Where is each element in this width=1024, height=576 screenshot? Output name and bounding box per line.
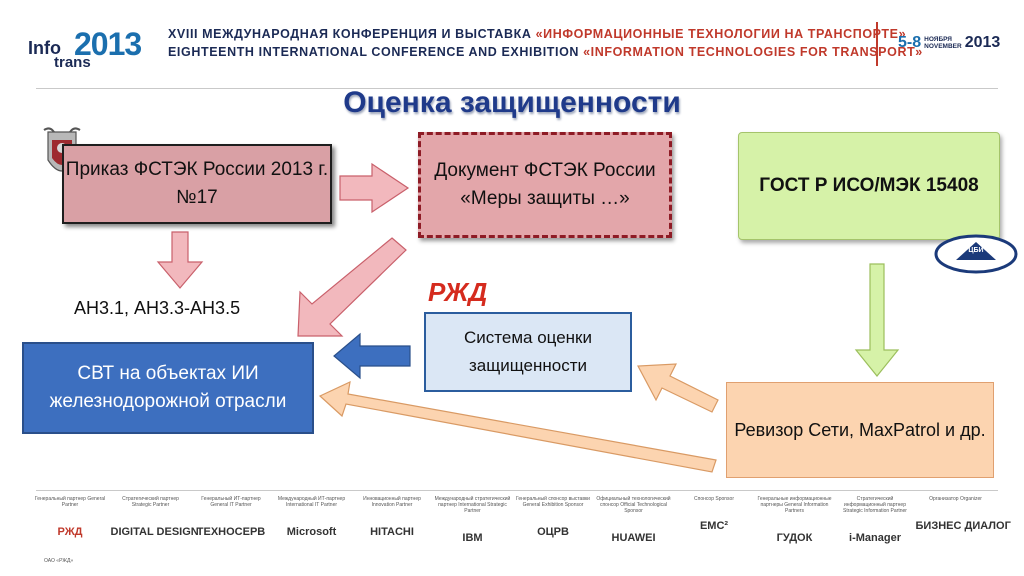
arrow-revizor-to-sistema [637, 363, 719, 413]
sponsor-logo-name: Microsoft [286, 526, 337, 538]
header-line-en: EIGHTEENTH INTERNATIONAL CONFERENCE AND … [168, 45, 923, 59]
logo-year-text: 2013 [74, 26, 142, 62]
date-days: 5-8 [898, 34, 922, 51]
sponsor-logo-name: HITACHI [370, 526, 414, 538]
rzd-logo-text: РЖД [428, 277, 487, 306]
sponsor-logo-name: HUAWEI [611, 532, 656, 544]
sponsor-caption: Официальный технологический спонсор Offi… [596, 496, 671, 514]
arrow-prikaz-down [156, 231, 204, 289]
header-line-ru-highlight: «ИНФОРМАЦИОННЫЕ ТЕХНОЛОГИИ НА ТРАНСПОРТЕ… [535, 27, 907, 41]
revizor-box: Ревизор Сети, MaxPatrol и др. [726, 382, 994, 478]
arrow-sistema-to-svt [333, 332, 411, 380]
sponsor-item: Международный стратегический партнер Int… [433, 496, 513, 544]
header-separator [876, 22, 878, 66]
sponsor-caption: Генеральный ИТ-партнер General IT Partne… [201, 496, 261, 508]
gost-text: ГОСТ Р ИСО/МЭК 15408 [759, 175, 979, 196]
sistema-ocenki-box: Система оценки защищенности [424, 312, 632, 392]
sponsor-caption: Спонсор Sponsor [694, 496, 734, 502]
prikaz-fstek-box: Приказ ФСТЭК России 2013 г. №17 [62, 144, 332, 224]
sponsor-caption: Международный ИТ-партнер International I… [277, 496, 346, 508]
sponsor-item: Официальный технологический спонсор Offi… [594, 496, 674, 544]
sponsor-logo-name: DIGITAL DESIGN [110, 526, 199, 538]
cbi-logo-icon: ЦБИ [934, 234, 1018, 274]
sponsor-logo-name: ГУДОК [776, 532, 813, 544]
sponsor-item: Международный ИТ-партнер International I… [272, 496, 352, 538]
ah-label: АН3.1, АН3.3-АН3.5 [74, 298, 241, 318]
logo-info-text: Info [28, 38, 61, 58]
sponsor-logo-name: EMC² [699, 520, 729, 532]
header-divider [36, 88, 998, 89]
sponsor-caption: Стратегический информационный партнер St… [843, 496, 907, 514]
sponsor-caption: Генеральный партнер General Partner [34, 496, 106, 508]
sponsor-item: Стратегический информационный партнер St… [835, 496, 915, 544]
sponsor-logo-name: ОЦРВ [537, 526, 569, 538]
header-line-ru-prefix: XVIII МЕЖДУНАРОДНАЯ КОНФЕРЕНЦИЯ И ВЫСТАВ… [168, 27, 536, 41]
arrow-prikaz-to-dokument [339, 162, 410, 214]
sponsor-item: Инновационный партнер Innovation Partner… [352, 496, 432, 538]
revizor-text: Ревизор Сети, MaxPatrol и др. [734, 420, 986, 440]
cbi-logo-text: ЦБИ [968, 247, 983, 254]
header-line-en-highlight: «INFORMATION TECHNOLOGIES FOR TRANSPORT» [583, 45, 923, 59]
date-month-ru: НОЯБРЯ [924, 35, 952, 43]
sponsor-caption: Инновационный партнер Innovation Partner [363, 496, 421, 508]
sponsor-item: Стратегический партнер Strategic Partner… [110, 496, 199, 538]
infotrans-logo: Info 2013 trans [28, 22, 153, 72]
sponsor-item: Генеральный спонсор выставки General Exh… [513, 496, 593, 538]
slide-title: Оценка защищенности [343, 86, 681, 119]
prikaz-fstek-text: Приказ ФСТЭК России 2013 г. №17 [65, 159, 329, 208]
sponsor-logo-name: i-Manager [849, 532, 901, 544]
logo-trans-text: trans [54, 54, 91, 71]
sponsor-logo-name: ТЕХНОСЕРВ [196, 526, 266, 538]
sponsors-divider [36, 490, 998, 491]
sponsor-caption: Генеральный спонсор выставки General Exh… [516, 496, 590, 508]
date-month-en: NOVEMBER [924, 42, 962, 50]
sponsor-caption: Международный стратегический партнер Int… [434, 496, 511, 514]
header-line-en-prefix: EIGHTEENTH INTERNATIONAL CONFERENCE AND … [168, 45, 584, 59]
arrow-dokument-to-svt [297, 237, 407, 337]
sistema-ocenki-text: Система оценки защищенности [464, 328, 592, 375]
arrow-gost-down [854, 263, 900, 377]
arrow-revizor-to-svt [318, 380, 717, 473]
rzd-logo-icon: РЖД [428, 277, 487, 306]
sponsor-footer-text: ОАО «РЖД» [44, 558, 74, 564]
sponsor-logo-name: БИЗНЕС ДИАЛОГ [915, 520, 1011, 532]
dokument-fstek-box: Документ ФСТЭК России «Меры защиты …» [418, 132, 672, 238]
sponsor-caption: Стратегический партнер Strategic Partner [122, 496, 179, 508]
gost-box: ГОСТ Р ИСО/МЭК 15408 [738, 132, 1000, 240]
sponsor-item: Генеральные информационные партнеры Gene… [755, 496, 835, 544]
svt-text: СВТ на объектах ИИ железнодорожной отрас… [49, 363, 287, 412]
sponsor-caption: Генеральные информационные партнеры Gene… [757, 496, 832, 514]
date-year: 2013 [964, 34, 1001, 51]
sponsor-logo-name: IBM [462, 532, 483, 544]
svt-box: СВТ на объектах ИИ железнодорожной отрас… [22, 342, 314, 434]
header-line-ru: XVIII МЕЖДУНАРОДНАЯ КОНФЕРЕНЦИЯ И ВЫСТАВ… [168, 27, 906, 41]
dokument-fstek-text: Документ ФСТЭК России «Меры защиты …» [434, 160, 656, 209]
sponsor-logo-name: РЖД [57, 526, 83, 538]
sponsor-item: Генеральный ИТ-партнер General IT Partne… [191, 496, 271, 538]
sponsor-caption: Организатор Organizer [929, 496, 982, 502]
